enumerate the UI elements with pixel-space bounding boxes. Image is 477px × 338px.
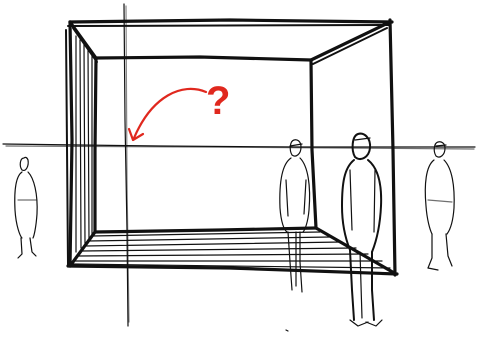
stray-mark: [286, 330, 288, 331]
arrow-curve: [134, 89, 206, 138]
horizon-line: [3, 144, 475, 149]
person-figure-left: [15, 157, 37, 258]
annotation-arrow: [129, 89, 206, 140]
person-figure-right: [425, 142, 454, 270]
person-figure-foreground: [342, 134, 382, 326]
question-mark-annotation: ?: [206, 79, 230, 123]
vertical-guide-line: [124, 4, 129, 326]
